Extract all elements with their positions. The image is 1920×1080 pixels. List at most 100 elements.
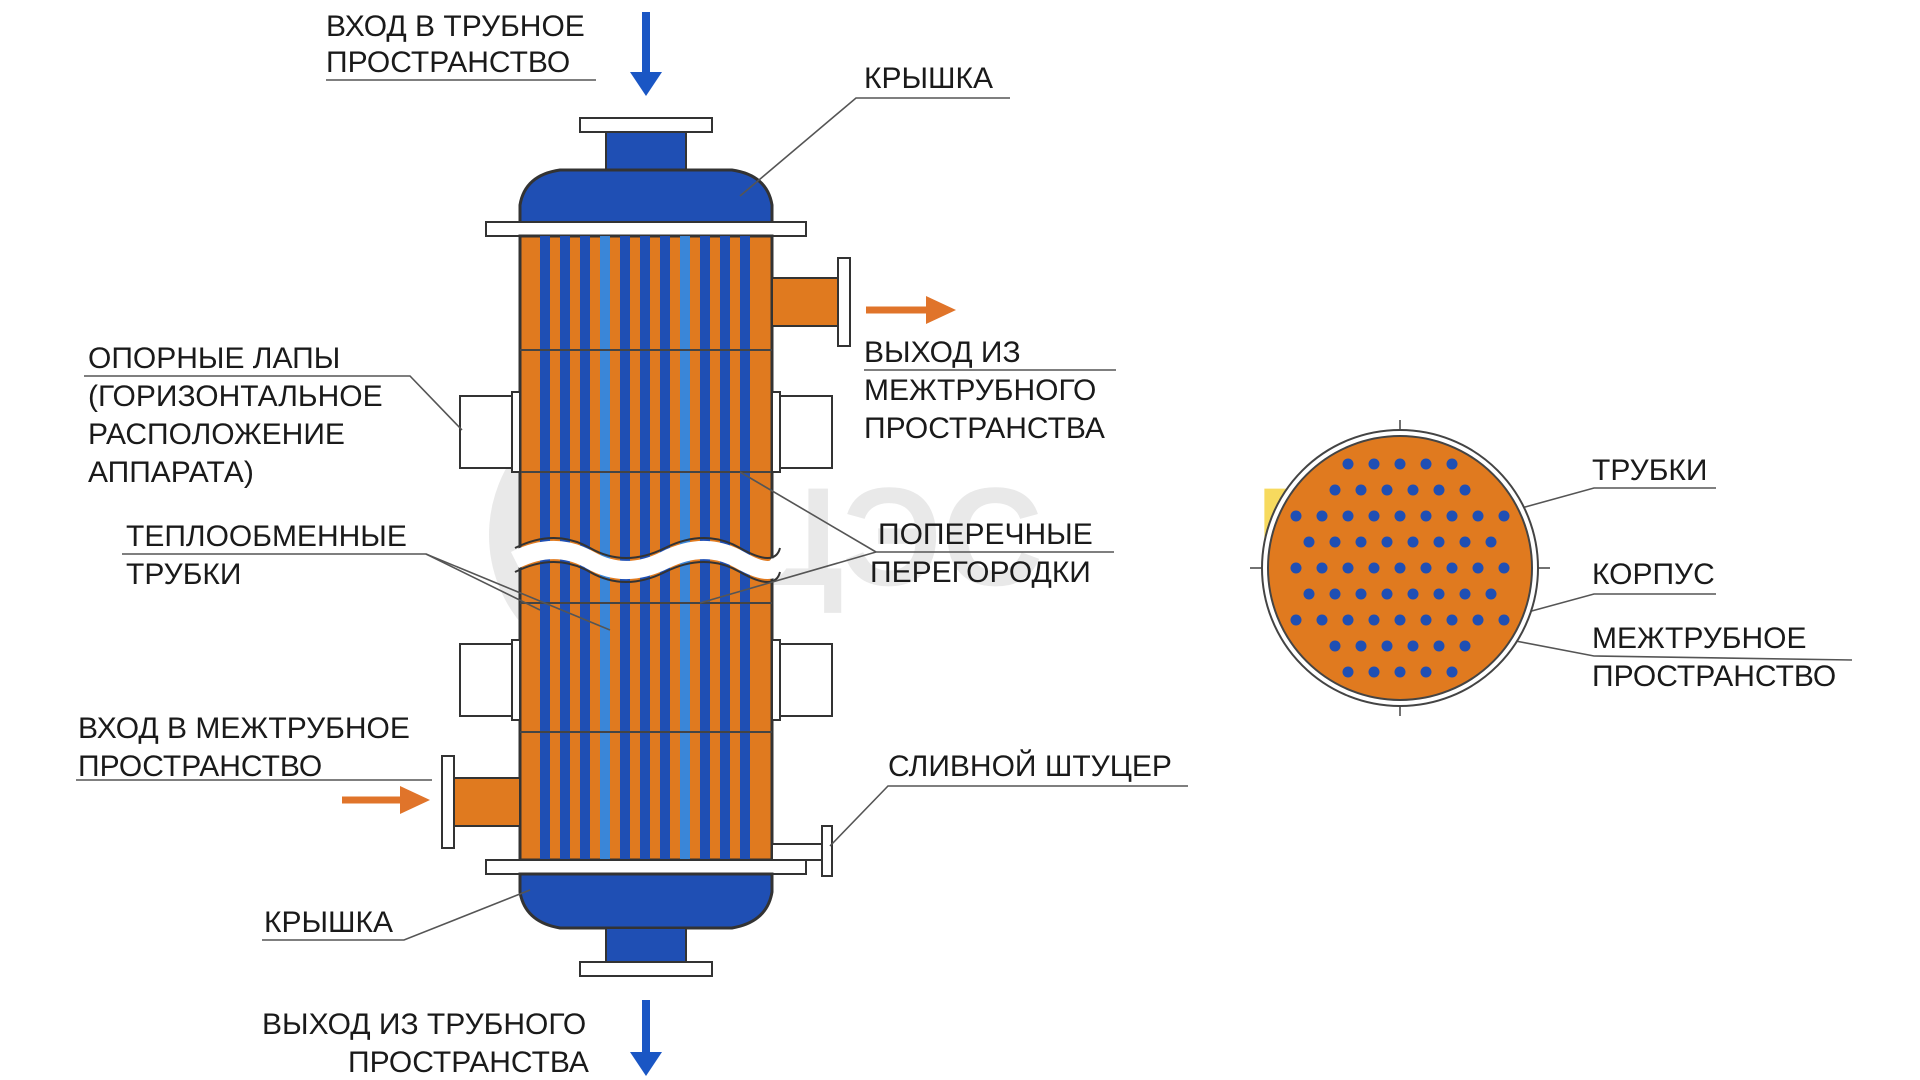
cross-section [1250, 420, 1550, 716]
tube-dot [1472, 614, 1484, 626]
tube-dot [1459, 588, 1471, 600]
label-tube-outlet-1: ВЫХОД ИЗ ТРУБНОГО [262, 1008, 586, 1041]
label-support-3: РАСПОЛОЖЕНИЕ [88, 418, 345, 451]
tube-dot [1433, 640, 1445, 652]
tube-dot [1420, 562, 1432, 574]
tube-dot [1355, 588, 1367, 600]
tube-dot [1485, 536, 1497, 548]
label-shell-inlet-2: ПРОСТРАНСТВО [78, 750, 322, 783]
label-heat-tubes-1: ТЕПЛООБМЕННЫЕ [126, 520, 407, 553]
shell-outlet-nozzle [771, 277, 839, 327]
label-drain: СЛИВНОЙ ШТУЦЕР [888, 749, 1172, 783]
top-nozzle-flange [579, 117, 713, 133]
tube-dot [1329, 484, 1341, 496]
tube-dot [1329, 588, 1341, 600]
label-section-shell: КОРПУС [1592, 558, 1715, 591]
support-legs [459, 391, 833, 721]
tube-dot [1290, 510, 1302, 522]
tube-dot [1472, 510, 1484, 522]
tube-dot [1498, 510, 1510, 522]
label-shell-inlet-1: ВХОД В МЕЖТРУБНОЕ [78, 712, 410, 745]
tube-dot [1459, 536, 1471, 548]
tube-dot [1329, 536, 1341, 548]
tube-dot [1459, 484, 1471, 496]
label-heat-tubes-2: ТРУБКИ [126, 558, 241, 591]
tube-dot [1420, 614, 1432, 626]
baffles [520, 349, 772, 733]
flow-arrows [342, 12, 956, 1076]
tube-dot [1472, 562, 1484, 574]
shell-inlet-nozzle [453, 777, 521, 827]
tube-dot [1368, 614, 1380, 626]
label-section-interspace-2: ПРОСТРАНСТВО [1592, 660, 1836, 693]
heat-exchanger [441, 117, 851, 977]
tube-dot [1420, 666, 1432, 678]
tube-dot [1368, 562, 1380, 574]
label-support-1: ОПОРНЫЕ ЛАПЫ [88, 342, 340, 375]
tube-dot [1381, 588, 1393, 600]
tube-dot [1342, 510, 1354, 522]
tube-dot [1316, 562, 1328, 574]
tube-dot [1303, 588, 1315, 600]
label-baffles-2: ПЕРЕГОРОДКИ [870, 556, 1091, 589]
label-tube-inlet-2: ПРОСТРАНСТВО [326, 46, 570, 79]
tube-dot [1446, 614, 1458, 626]
tube-dot [1381, 640, 1393, 652]
label-baffles-1: ПОПЕРЕЧНЫЕ [878, 518, 1093, 551]
arrow-icon [630, 12, 662, 96]
tube-dot [1290, 614, 1302, 626]
tube-dot [1355, 484, 1367, 496]
tube-dot [1342, 614, 1354, 626]
top-cover [518, 168, 774, 227]
tube-dot [1446, 510, 1458, 522]
tube-dot [1407, 640, 1419, 652]
tube-dot [1420, 458, 1432, 470]
drain-nozzle [771, 843, 823, 861]
tube-dot [1316, 614, 1328, 626]
bottom-cover [518, 872, 774, 930]
top-nozzle [605, 131, 687, 173]
tube-dot [1355, 536, 1367, 548]
tube-dot [1329, 640, 1341, 652]
tube-dot [1394, 458, 1406, 470]
tube-dot [1407, 588, 1419, 600]
arrow-icon [630, 1000, 662, 1076]
tube-dot [1368, 666, 1380, 678]
tube-dot [1394, 614, 1406, 626]
label-top-cover: КРЫШКА [864, 62, 993, 95]
tube-dot [1407, 536, 1419, 548]
label-support-2: (ГОРИЗОНТАЛЬНОЕ [88, 380, 383, 413]
tube-dot [1498, 614, 1510, 626]
label-shell-outlet-1: ВЫХОД ИЗ [864, 336, 1021, 369]
tube-dot [1407, 484, 1419, 496]
tube-dot [1446, 666, 1458, 678]
tube-dot [1381, 484, 1393, 496]
tube-dot [1342, 666, 1354, 678]
leader-lines [76, 79, 1853, 941]
tube-dot [1303, 536, 1315, 548]
tube-dot [1290, 562, 1302, 574]
tube-dot [1485, 588, 1497, 600]
watermark-text-left: ЦЭС [740, 458, 1043, 615]
tube-dot [1368, 510, 1380, 522]
label-bottom-cover: КРЫШКА [264, 906, 393, 939]
label-support-4: АППАРАТА) [88, 456, 254, 489]
tube-dot [1394, 666, 1406, 678]
tube-dot [1433, 588, 1445, 600]
tube-dot [1459, 640, 1471, 652]
bottom-body-flange [485, 859, 807, 875]
labels: ВХОД В ТРУБНОЕ ПРОСТРАНСТВО КРЫШКА ВЫХОД… [78, 10, 1836, 1079]
top-body-flange [485, 221, 807, 237]
tube-dot [1420, 510, 1432, 522]
tube-dot [1498, 562, 1510, 574]
tube-dot [1394, 510, 1406, 522]
arrow-icon [342, 786, 430, 814]
tube-dot [1381, 536, 1393, 548]
tube-dot [1342, 458, 1354, 470]
tube-dots [1290, 458, 1510, 678]
tube-dot [1433, 484, 1445, 496]
tube-dot [1394, 562, 1406, 574]
tube-dot [1316, 510, 1328, 522]
label-tube-inlet-1: ВХОД В ТРУБНОЕ [326, 10, 585, 43]
